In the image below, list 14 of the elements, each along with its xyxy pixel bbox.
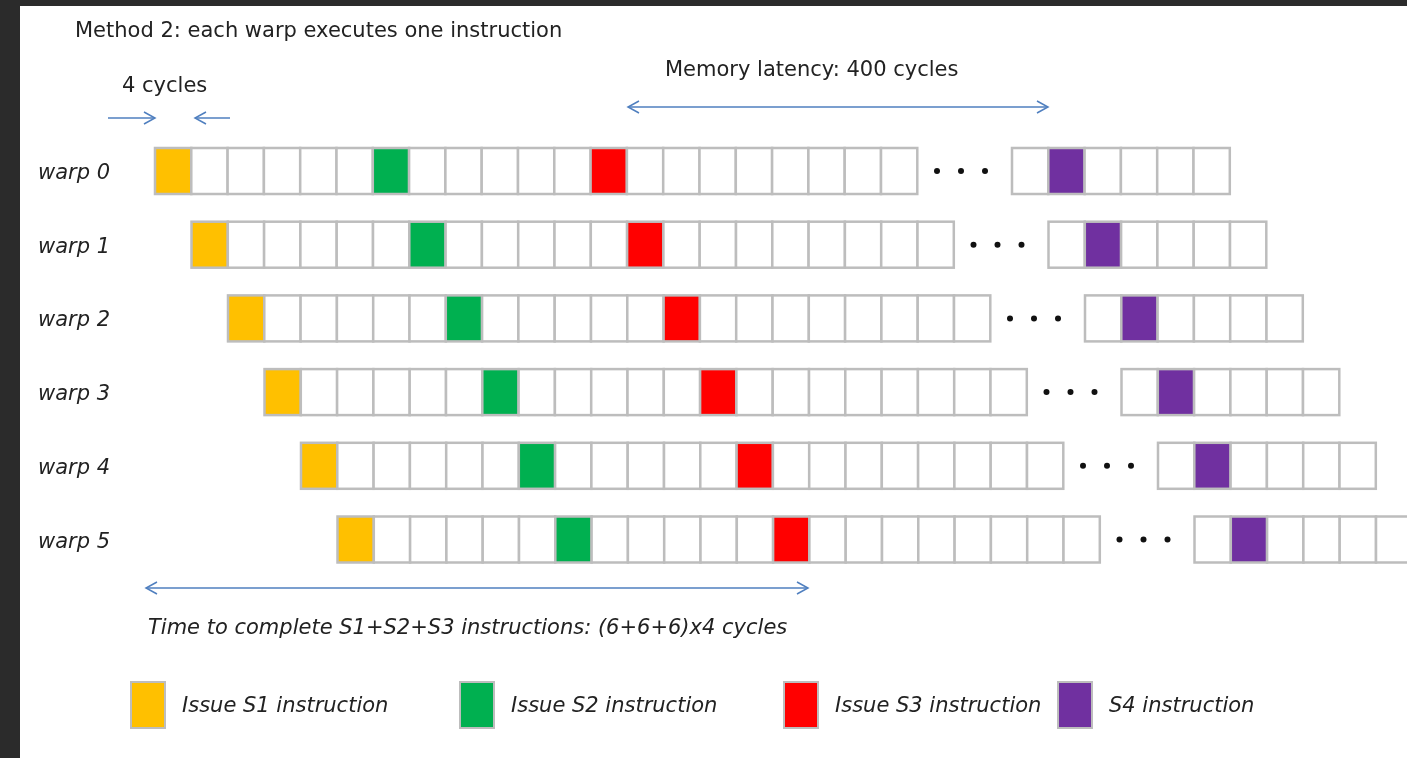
legend-label: S4 instruction [1109,693,1255,717]
diagram-title: Method 2: each warp executes one instruction [75,18,563,42]
row-label: warp 0 [38,160,111,184]
dimension-label: Time to complete S1+S2+S3 instructions: (6+6+6)x4 cycles [148,615,788,639]
dimension-label: Memory latency: 400 cycles [665,57,959,81]
row-label: warp 4 [38,454,111,479]
legend-label: Issue S2 instruction [511,693,718,717]
row-label: warp 1 [38,233,111,258]
dimension-label: 4 cycles [122,73,208,97]
row-label: warp 2 [38,307,111,332]
row-label: warp 5 [38,528,111,553]
legend-label: Issue S1 instruction [182,693,389,717]
legend-label: Issue S3 instruction [835,693,1042,717]
row-label: warp 3 [38,381,111,406]
